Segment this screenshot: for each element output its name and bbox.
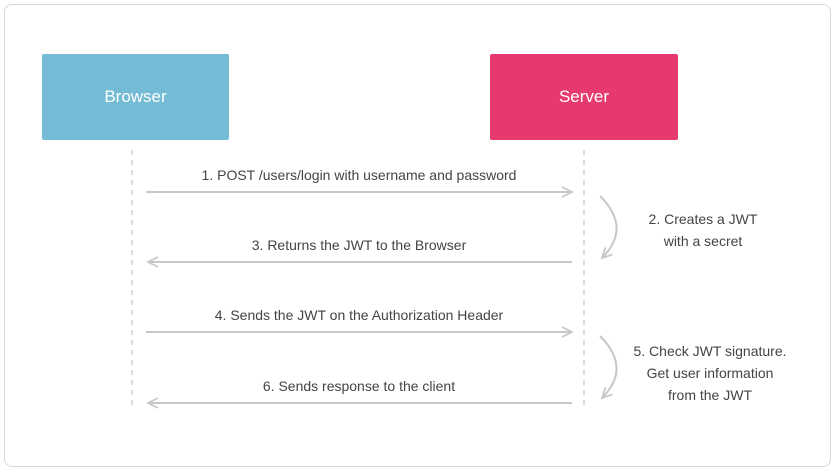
note-5-line-3: from the JWT xyxy=(667,387,752,403)
message-1: 1. POST /users/login with username and p… xyxy=(201,167,517,183)
note-2-line-2: with a secret xyxy=(663,233,743,249)
message-3: 3. Returns the JWT to the Browser xyxy=(251,237,467,253)
note-5-line-2: Get user information xyxy=(646,365,774,381)
curve-arrow-2 xyxy=(599,195,618,258)
note-2-line-1: 2. Creates a JWT xyxy=(648,211,758,227)
curve-arrow-5 xyxy=(599,335,618,398)
browser-actor: Browser xyxy=(42,54,229,140)
note-5-line-1: 5. Check JWT signature. xyxy=(633,343,787,359)
server-actor: Server xyxy=(490,54,678,140)
message-4: 4. Sends the JWT on the Authorization He… xyxy=(214,307,504,323)
note-2: 2. Creates a JWT with a secret xyxy=(618,208,788,252)
message-6: 6. Sends response to the client xyxy=(262,378,456,394)
note-5: 5. Check JWT signature. Get user informa… xyxy=(620,340,800,406)
